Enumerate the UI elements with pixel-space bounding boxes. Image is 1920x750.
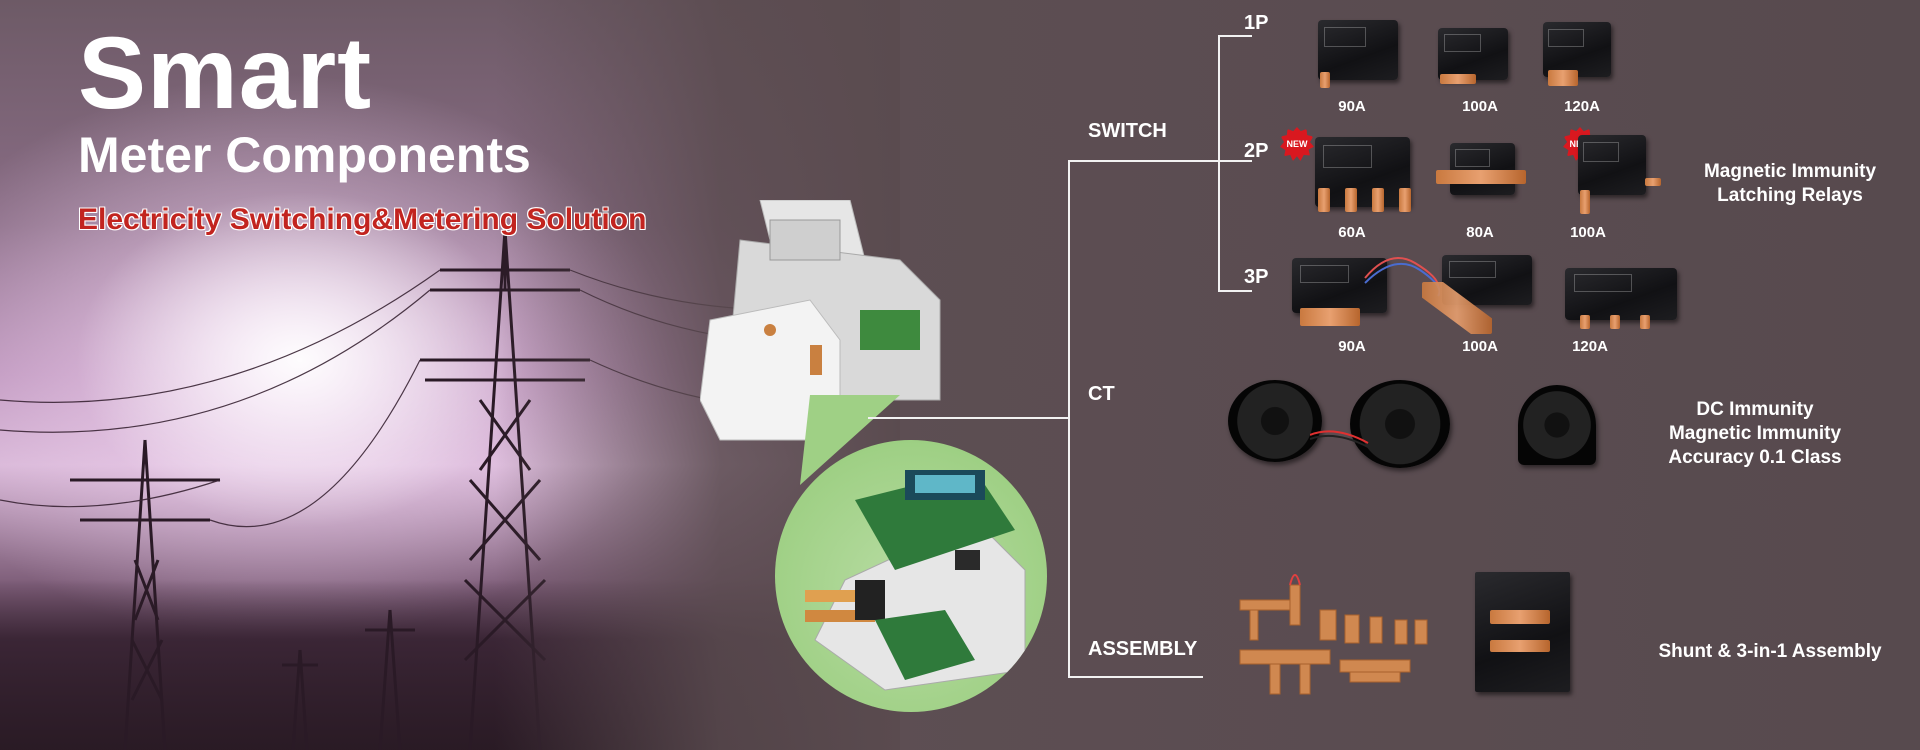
relay-1p-100a bbox=[1438, 28, 1508, 80]
relay-pin bbox=[1548, 70, 1578, 86]
category-switch: SWITCH bbox=[1088, 120, 1167, 142]
ct-description: DC Immunity Magnetic Immunity Accuracy 0… bbox=[1620, 398, 1890, 470]
relay-1p-120a bbox=[1543, 22, 1611, 77]
connector-1p bbox=[1218, 35, 1252, 37]
ct-transformer-2 bbox=[1350, 380, 1450, 468]
ct-description-line3: Accuracy 0.1 Class bbox=[1668, 447, 1842, 468]
relay-pin bbox=[1320, 72, 1330, 88]
switch-description: Magnetic Immunity Latching Relays bbox=[1655, 160, 1920, 208]
relay-pin bbox=[1640, 315, 1650, 329]
relay-pin bbox=[1345, 188, 1357, 212]
amp-1p-100a: 100A bbox=[1462, 98, 1498, 115]
relay-2p-80a bbox=[1450, 143, 1515, 195]
amp-1p-90a: 90A bbox=[1338, 98, 1366, 115]
relay-pin bbox=[1372, 188, 1384, 212]
ct-wires-icon bbox=[1310, 430, 1369, 448]
title-smart: Smart bbox=[78, 16, 373, 130]
pole-1p: 1P bbox=[1244, 12, 1269, 34]
pcb-zoom-circle bbox=[775, 440, 1047, 712]
connector-switch-vertical bbox=[1218, 35, 1220, 292]
relay-2p-100a bbox=[1578, 135, 1646, 195]
smart-meter-illustration bbox=[699, 199, 970, 450]
relay-1p-90a bbox=[1318, 20, 1398, 80]
connector-assembly bbox=[1068, 676, 1203, 678]
relay-2p-60a bbox=[1315, 137, 1410, 207]
relay-pin bbox=[1610, 315, 1620, 329]
switch-description-line2: Latching Relays bbox=[1717, 185, 1863, 206]
amp-3p-120a: 120A bbox=[1572, 338, 1608, 355]
relay-pin bbox=[1580, 190, 1590, 214]
connector-switch bbox=[1068, 160, 1218, 162]
relay-pin bbox=[1318, 188, 1330, 212]
relay-pin bbox=[1490, 610, 1550, 624]
amp-2p-100a: 100A bbox=[1570, 224, 1606, 241]
connector-3p bbox=[1218, 290, 1252, 292]
relay-pin bbox=[1645, 178, 1661, 186]
shunt-assembly-illustration bbox=[1239, 574, 1428, 695]
relay-pin bbox=[1300, 308, 1360, 326]
relay-3p-120a bbox=[1565, 268, 1677, 320]
category-ct: CT bbox=[1088, 383, 1115, 405]
three-in-one-assembly bbox=[1475, 572, 1570, 692]
connector-2p bbox=[1218, 160, 1252, 162]
connector-main-vertical bbox=[1068, 160, 1070, 678]
relay-pin bbox=[1399, 188, 1411, 212]
amp-3p-90a: 90A bbox=[1338, 338, 1366, 355]
relay-pin bbox=[1440, 74, 1476, 84]
amp-2p-80a: 80A bbox=[1466, 224, 1494, 241]
ct-description-line1: DC Immunity bbox=[1696, 399, 1814, 420]
ct-description-line2: Magnetic Immunity bbox=[1668, 423, 1842, 444]
ct-transformer-3-pcb bbox=[1518, 385, 1596, 465]
ct-transformer-1 bbox=[1228, 380, 1322, 462]
relay-pin bbox=[1490, 640, 1550, 652]
subtitle: Electricity Switching&Metering Solution bbox=[78, 203, 647, 236]
amp-1p-120a: 120A bbox=[1564, 98, 1600, 115]
new-badge-2p-60a: NEW bbox=[1280, 127, 1314, 161]
relay-3p-90a bbox=[1292, 258, 1387, 313]
assembly-description: Shunt & 3-in-1 Assembly bbox=[1658, 641, 1882, 662]
pole-2p: 2P bbox=[1244, 140, 1269, 162]
relay-pin bbox=[1436, 170, 1526, 184]
switch-description-line1: Magnetic Immunity bbox=[1703, 161, 1877, 182]
amp-3p-100a: 100A bbox=[1462, 338, 1498, 355]
pole-3p: 3P bbox=[1244, 266, 1269, 288]
category-assembly: ASSEMBLY bbox=[1088, 638, 1198, 660]
amp-2p-60a: 60A bbox=[1338, 224, 1366, 241]
relay-pin bbox=[1580, 315, 1590, 329]
title-meter-components: Meter Components bbox=[78, 127, 531, 183]
connector-main-horizontal bbox=[868, 417, 1068, 419]
